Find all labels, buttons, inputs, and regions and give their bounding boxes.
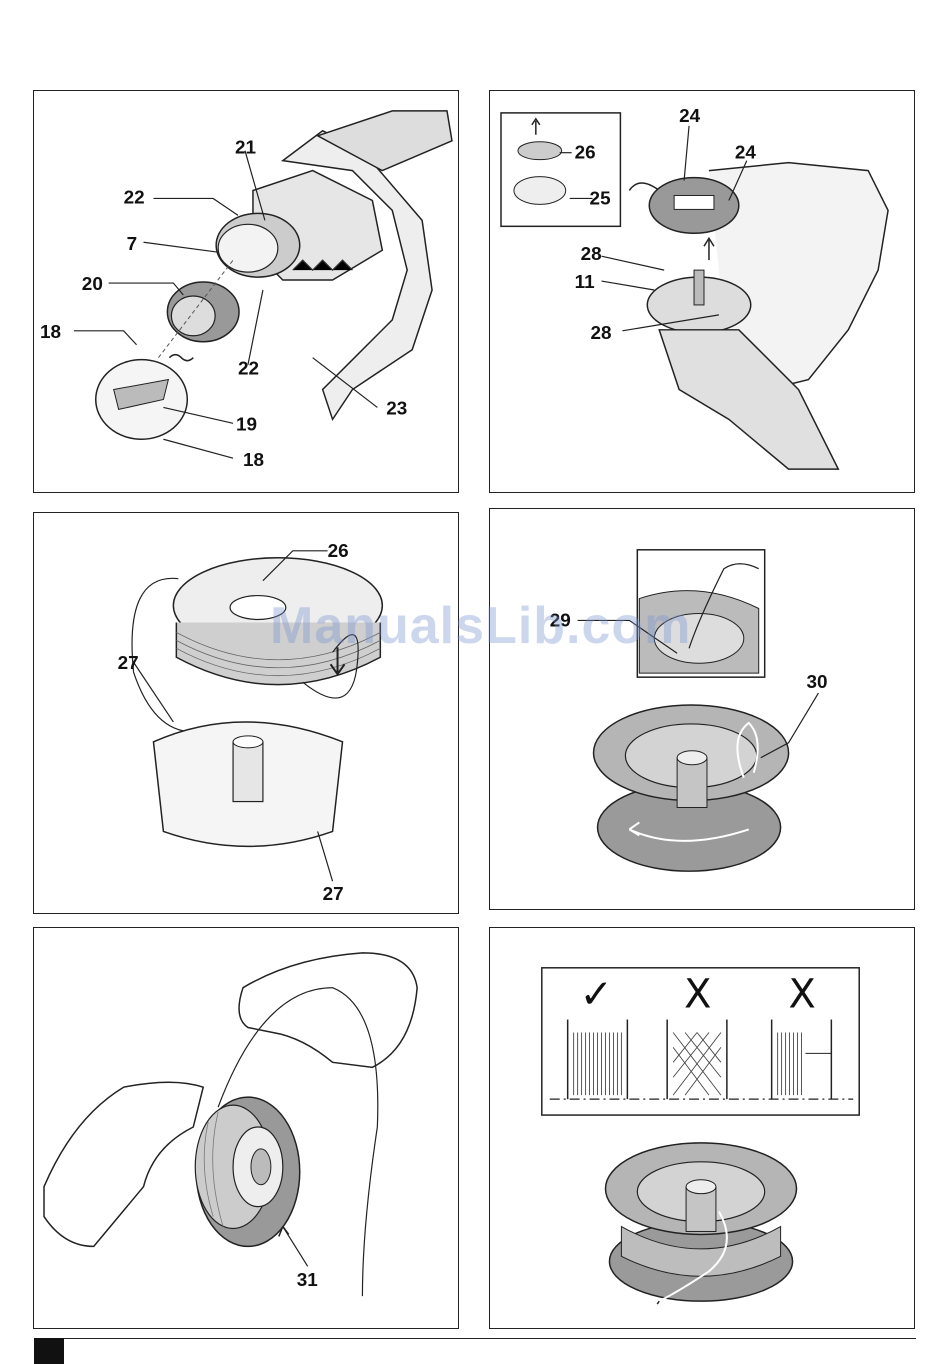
label-26-inset: 26	[575, 143, 596, 164]
figure-panel-2: 24 24 26 25 28 11 28	[489, 90, 915, 493]
figure-3-drawing: 26 27 27	[34, 513, 458, 913]
label-25-inset: 25	[590, 188, 611, 209]
figure-2-drawing: 24 24 26 25 28 11 28	[490, 91, 914, 492]
label-20: 20	[82, 274, 103, 295]
label-30: 30	[806, 672, 827, 693]
label-27-bottom: 27	[323, 884, 344, 905]
label-26: 26	[328, 541, 349, 562]
figure-1-drawing: 21 22 7 20 18 22 23 19 18	[34, 91, 458, 492]
label-31: 31	[297, 1270, 318, 1291]
mark-wrong-2: X	[789, 972, 816, 1018]
label-22-bottom: 22	[238, 359, 259, 380]
label-23: 23	[386, 398, 407, 419]
footer-rule	[34, 1338, 916, 1339]
label-18-left: 18	[40, 322, 61, 343]
figure-panel-1: 21 22 7 20 18 22 23 19 18	[33, 90, 459, 493]
mark-wrong-1: X	[684, 972, 711, 1018]
label-21: 21	[235, 138, 256, 159]
label-11: 11	[575, 272, 595, 293]
figure-panel-6: ✓ X X	[489, 927, 915, 1329]
mark-correct: ✓	[580, 972, 613, 1018]
label-19: 19	[236, 414, 257, 435]
label-27-top: 27	[118, 653, 139, 674]
watermark: ManualsLib.com	[270, 596, 691, 656]
figure-4-drawing: 29 30	[490, 509, 914, 909]
label-7: 7	[127, 234, 138, 255]
label-24-top: 24	[679, 106, 701, 127]
figure-6-drawing: ✓ X X	[490, 928, 914, 1328]
figure-5-drawing: 31	[34, 928, 458, 1328]
label-18-bottom: 18	[243, 450, 264, 471]
figure-panel-3: 26 27 27	[33, 512, 459, 914]
figure-panel-4: 29 30	[489, 508, 915, 910]
label-28-bottom: 28	[591, 323, 612, 344]
page-marker	[34, 1338, 64, 1364]
label-28-top: 28	[581, 244, 602, 265]
label-24-right: 24	[735, 143, 757, 164]
figure-panel-5: 31	[33, 927, 459, 1329]
label-22-top: 22	[124, 187, 145, 208]
